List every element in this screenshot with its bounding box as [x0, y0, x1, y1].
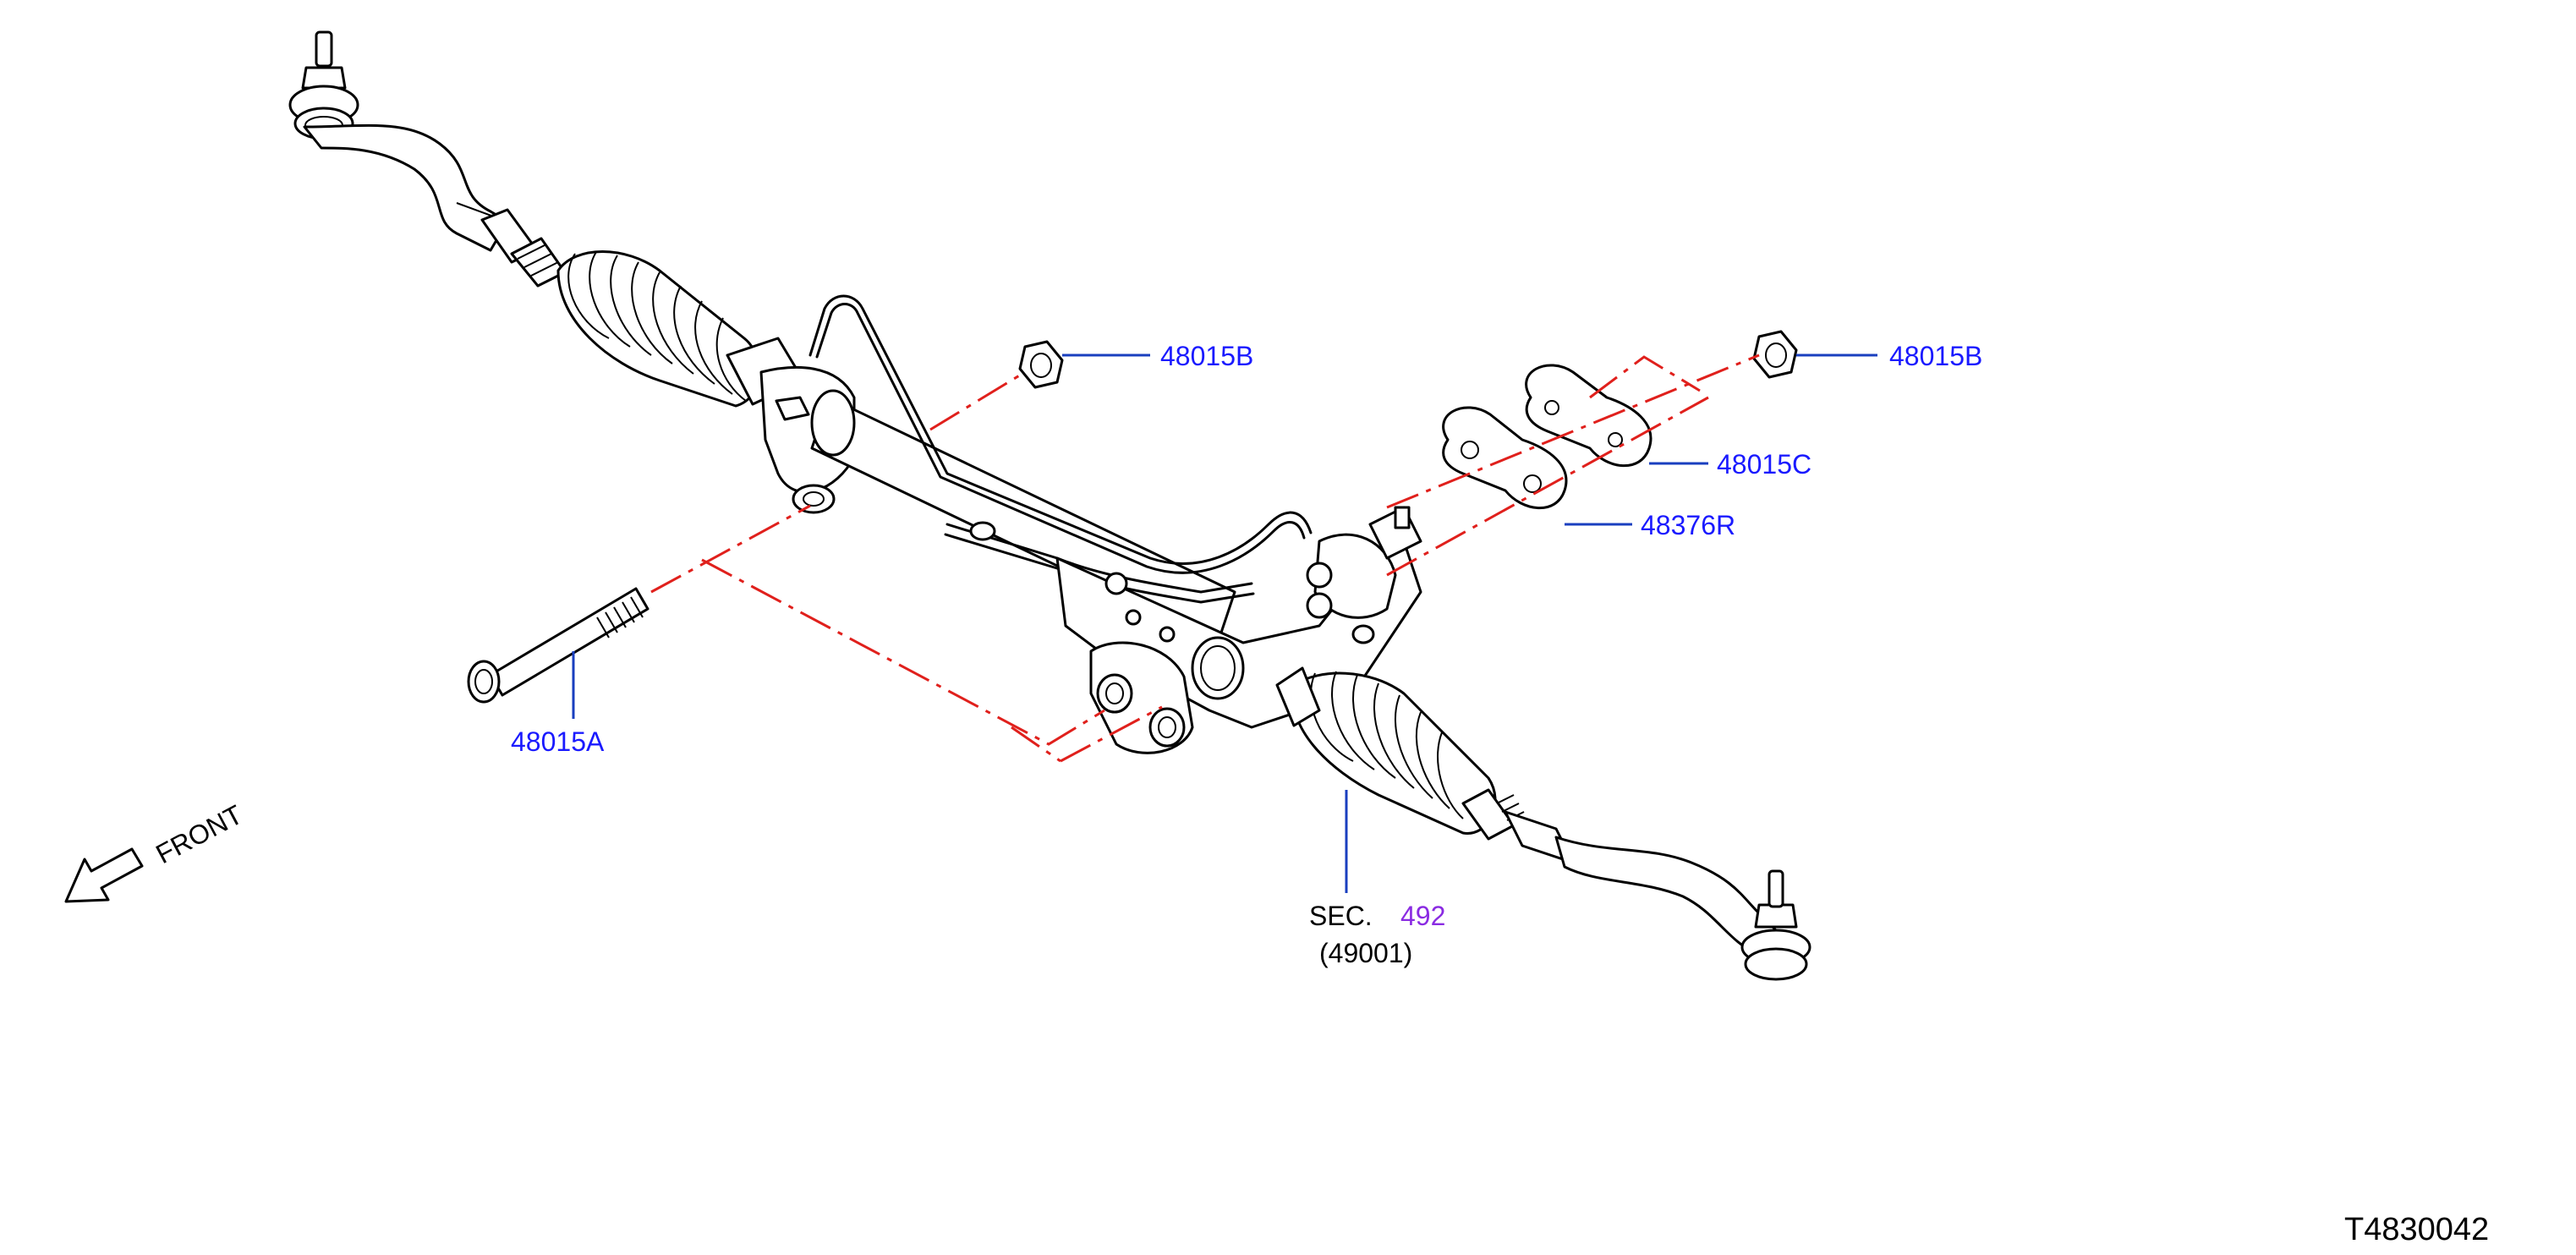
right-tie-rod-end: [1461, 788, 1811, 981]
callout-48376r: 48376R: [1641, 510, 1735, 540]
diagram-code: T4830042: [2344, 1212, 2489, 1247]
right-boot: [1275, 666, 1497, 835]
section-number-link[interactable]: 492: [1400, 901, 1445, 931]
callout-48015c: 48015C: [1717, 449, 1811, 480]
shim-plate-48376r: [1442, 406, 1568, 510]
left-boot: [556, 250, 761, 408]
nut-right: [1752, 330, 1798, 379]
callout-48015b-right: 48015B: [1889, 341, 1982, 371]
callout-leaders: [572, 353, 1877, 893]
mounting-bolt: [467, 587, 649, 704]
front-label: FRONT: [151, 799, 247, 870]
front-arrow-icon: [64, 847, 144, 903]
washer-plate-48015c: [1525, 364, 1652, 468]
assembly-phantom-lines: [650, 353, 1760, 763]
section-prefix: SEC.: [1309, 901, 1373, 931]
callout-48015a: 48015A: [511, 726, 605, 757]
section-sub-ref: (49001): [1319, 938, 1412, 968]
rack-housing: [726, 294, 1422, 754]
callout-48015b-left: 48015B: [1160, 341, 1253, 371]
nut-left: [1018, 340, 1064, 389]
left-tie-rod-end: [288, 30, 567, 288]
